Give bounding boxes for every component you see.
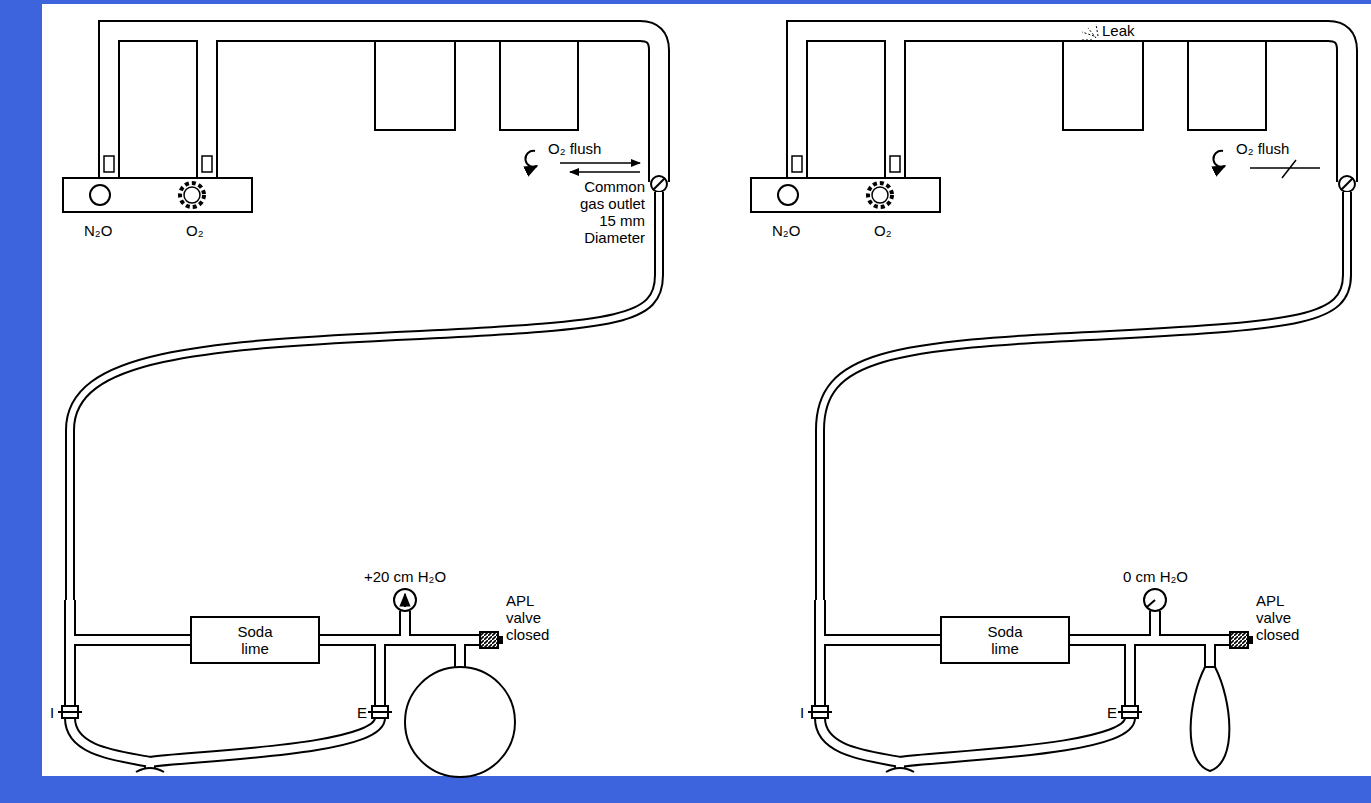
canister-box: Soda lime [940,616,1070,664]
reservoir-bag-empty [1191,667,1230,771]
part-label: E [357,704,367,721]
part-label: O₂ flush [1236,140,1289,157]
part-label: O₂ flush [548,140,601,157]
part-label: APL valve closed [1256,592,1308,643]
part-label: N₂O [84,222,112,239]
part-label: O₂ [874,222,892,239]
canister-label: Soda lime [979,623,1031,657]
part-label: E [1107,704,1117,721]
part-label: O₂ [186,222,204,239]
leak-puff [1080,24,1098,40]
fresh-gas-hose [70,192,659,600]
flush-closed-mark [1250,160,1320,178]
part-label: APL valve closed [506,592,558,643]
part-label: +20 cm H₂O [364,568,446,585]
part-label: 0 cm H₂O [1123,568,1188,585]
fresh-gas-hose [70,192,659,600]
manometer-needle [1147,600,1155,607]
manometer-needle [404,594,406,607]
part-label: I [800,704,804,721]
part-label: I [50,704,54,721]
canister-label: Soda lime [229,623,281,657]
part-label: N₂O [772,222,800,239]
flush-arrow [1213,151,1225,167]
gas-manifold [751,31,1355,212]
canister-box: Soda lime [190,616,320,664]
breathing-circuit [808,589,1253,772]
flush-flow-arrow [560,162,640,164]
part-label: Common gas outlet 15 mm Diameter [565,178,645,246]
gas-manifold [63,31,667,212]
reservoir-bag-full [405,667,515,777]
part-label: Leak [1102,23,1135,39]
fresh-gas-hose [820,192,1347,600]
fresh-gas-hose [820,192,1347,600]
flush-arrow [525,151,537,167]
outlet-flow-arrow [570,171,640,173]
